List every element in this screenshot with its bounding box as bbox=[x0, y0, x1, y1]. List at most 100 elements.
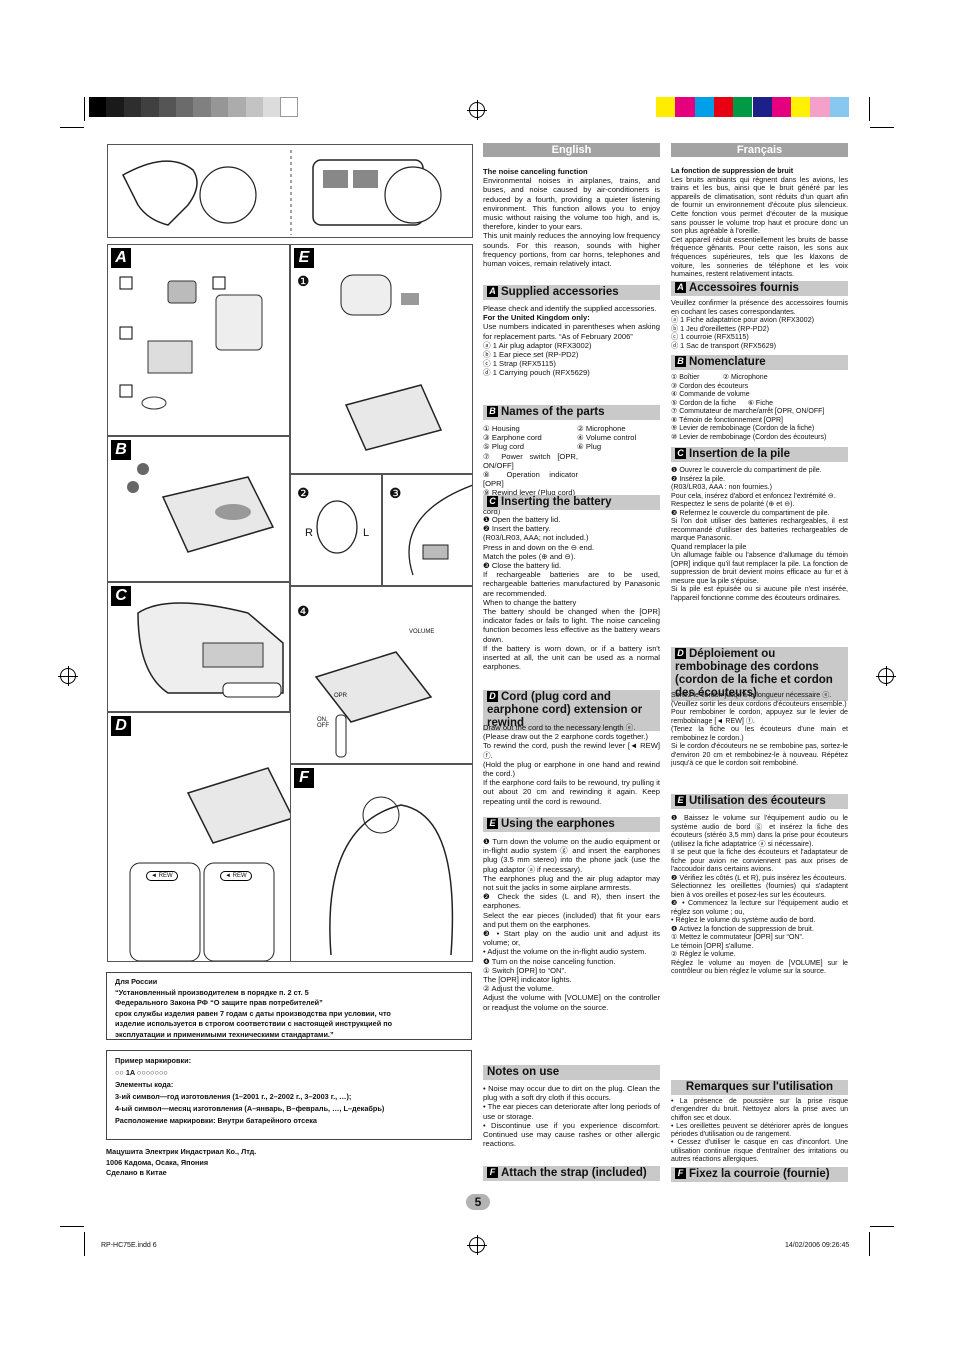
footer-filename: RP-HC75E.indd 6 bbox=[101, 1242, 157, 1249]
color-swatch bbox=[245, 97, 263, 117]
section-label-d: D bbox=[111, 716, 131, 736]
section-label-b: B bbox=[111, 440, 131, 460]
fr-battery-text: ❶ Ouvrez le couvercle du compartiment de… bbox=[671, 466, 848, 602]
left-ear-label: L bbox=[363, 527, 370, 539]
list-item: ⓑ 1 Jeu d'oreillettes (RP-PD2) bbox=[671, 323, 770, 333]
color-swatch bbox=[656, 97, 676, 117]
rew-button-label: ◄ REW bbox=[220, 871, 252, 881]
en-accessory-list: ⓐ 1 Air plug adaptor (RFX3002) ⓑ 1 Ear p… bbox=[483, 341, 660, 378]
step-marker: ❹ bbox=[297, 603, 310, 619]
step-marker: ❸ bbox=[389, 485, 402, 501]
on-off-label: ON, OFF bbox=[317, 717, 329, 729]
crop-mark bbox=[84, 1232, 85, 1256]
list-item: ⑥ Plug bbox=[577, 442, 602, 452]
crop-mark bbox=[60, 127, 84, 128]
step-marker: ❷ bbox=[297, 485, 310, 501]
illustration-e-step1: E ❶ bbox=[290, 244, 473, 474]
page-number: 5 bbox=[466, 1194, 490, 1210]
fr-notes-text: • La présence de poussière sur la prise … bbox=[671, 1098, 848, 1164]
fr-heading-notes: Remarques sur l'utilisation bbox=[671, 1080, 848, 1095]
color-swatch bbox=[263, 97, 281, 117]
list-item: ⑨ Rewind lever (Plug cord) bbox=[483, 488, 576, 498]
color-swatch bbox=[158, 97, 176, 117]
color-swatch bbox=[193, 97, 211, 117]
crop-mark bbox=[870, 1226, 894, 1227]
color-swatch bbox=[694, 97, 714, 117]
french-column-header: Français bbox=[671, 143, 848, 157]
list-item: ⑤ Plug cord bbox=[483, 442, 524, 452]
list-item: ⓐ 1 Air plug adaptor (RFX3002) bbox=[483, 340, 592, 350]
fr-noise-body: Les bruits ambiants qui règnent dans les… bbox=[671, 174, 848, 279]
en-heading-notes: Notes on use bbox=[483, 1065, 660, 1080]
en-parts-list-right: ② Microphone ④ Volume control ⑥ Plug bbox=[577, 424, 662, 452]
illustration-f-strap: F bbox=[290, 764, 473, 962]
rew-button-label: ◄ REW bbox=[146, 871, 178, 881]
en-notes-text: • Noise may occur due to dirt on the plu… bbox=[483, 1084, 660, 1149]
step-marker: ❶ bbox=[297, 273, 310, 289]
fr-accessories-intro: Veuillez confirmer la présence des acces… bbox=[671, 298, 848, 316]
list-item: ⑦ Power switch [OPR, ON/OFF] bbox=[483, 451, 578, 470]
crop-mark bbox=[870, 127, 894, 128]
en-accessories-text: Please check and identify the supplied a… bbox=[483, 304, 660, 378]
english-column-header: English bbox=[483, 143, 660, 157]
color-swatch bbox=[829, 97, 849, 117]
crop-mark bbox=[869, 97, 870, 121]
en-uk-body: Use numbers indicated in parentheses whe… bbox=[483, 322, 660, 341]
illustration-airplane-train bbox=[107, 144, 473, 238]
crop-mark bbox=[869, 1232, 870, 1256]
registration-mark-right bbox=[876, 666, 896, 686]
section-label-e: E bbox=[294, 248, 314, 268]
color-swatch bbox=[771, 97, 792, 117]
en-noise-body: Environmental noises in airplanes, train… bbox=[483, 176, 660, 269]
list-item: ⓓ 1 Sac de transport (RFX5629) bbox=[671, 340, 777, 350]
crop-mark bbox=[84, 97, 85, 121]
color-swatch bbox=[123, 97, 142, 117]
fr-earphones-text: ❶ Baissez le volume sur l'équipement aud… bbox=[671, 814, 848, 975]
section-label-c: C bbox=[111, 586, 131, 606]
color-swatch bbox=[713, 97, 734, 117]
list-item: ⓓ 1 Carrying pouch (RFX5629) bbox=[483, 368, 590, 378]
color-swatch bbox=[228, 97, 246, 117]
list-item: ① Housing bbox=[483, 424, 520, 433]
registration-mark-left bbox=[58, 666, 78, 686]
opr-label: OPR bbox=[334, 693, 348, 699]
list-item: ⓒ 1 Strap (RFX5115) bbox=[483, 359, 556, 369]
footer-timestamp: 14/02/2006 09:26:45 bbox=[785, 1242, 850, 1249]
marking-example-box: Пример маркировки: ○○ 1A ○○○○○○○ Элемент… bbox=[106, 1050, 472, 1140]
registration-mark-top bbox=[467, 100, 487, 120]
en-cord-text: Draw out the cord to the necessary lengt… bbox=[483, 723, 660, 806]
color-swatch bbox=[89, 97, 107, 117]
color-swatch bbox=[752, 97, 772, 117]
en-battery-text: ❶ Open the battery lid. ❷ Insert the bat… bbox=[483, 515, 660, 672]
section-label-a: A bbox=[111, 248, 131, 268]
russia-notice-box: Для России “Установленный производителем… bbox=[106, 972, 472, 1040]
fr-accessories-text: Veuillez confirmer la présence des acces… bbox=[671, 298, 848, 351]
illustration-e-step2: ❷ R L bbox=[290, 474, 382, 586]
color-swatch bbox=[810, 97, 830, 117]
list-item: ⓒ 1 courroie (RFX5115) bbox=[671, 332, 749, 342]
list-item: ② Microphone bbox=[577, 424, 626, 433]
list-item: ⑧ Operation indicator [OPR] bbox=[483, 470, 578, 489]
color-swatch bbox=[176, 97, 194, 117]
illustration-c-battery: C bbox=[107, 582, 290, 712]
registration-mark-bottom bbox=[467, 1235, 487, 1255]
illustration-a-accessories: A bbox=[107, 244, 290, 436]
color-swatch bbox=[675, 97, 695, 117]
manufacturer-info: Мацушита Электрик Индастриал Ко., Лтд. 1… bbox=[106, 1147, 257, 1177]
color-swatch bbox=[280, 97, 298, 117]
list-item: ③ Earphone cord bbox=[483, 433, 542, 443]
list-item: ⓑ 1 Ear piece set (RP-PD2) bbox=[483, 350, 579, 360]
list-item: ④ Volume control bbox=[577, 433, 637, 443]
color-swatch bbox=[210, 97, 229, 117]
en-earphones-text: ❶ Turn down the volume on the audio equi… bbox=[483, 837, 660, 1012]
